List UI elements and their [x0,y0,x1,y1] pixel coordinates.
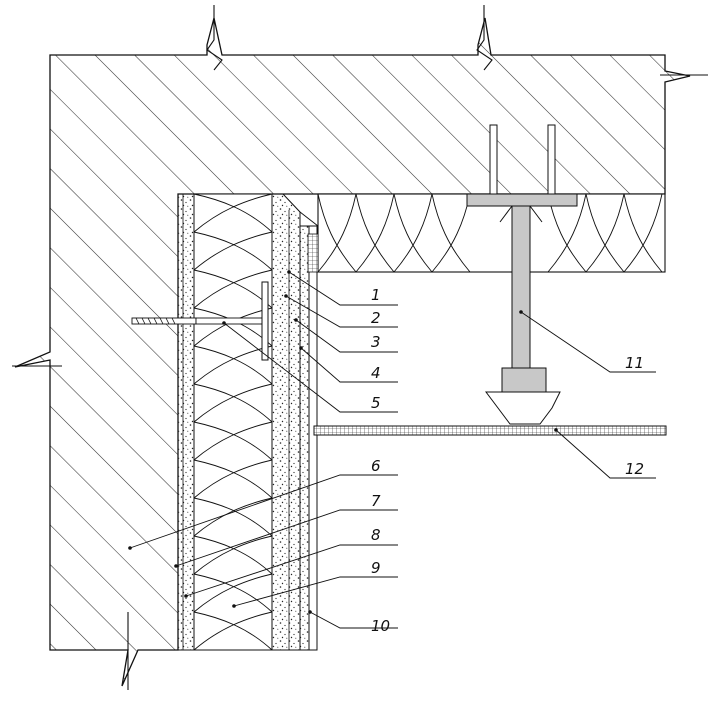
callout-11: 11 [625,354,644,372]
ceiling-insulation [307,193,666,273]
break-lines [12,5,708,690]
callout-6: 6 [371,457,381,475]
callout-3: 3 [371,333,381,351]
callout-numbers: 1 2 3 4 5 6 7 8 9 10 11 12 [371,286,644,635]
callout-8: 8 [371,526,381,544]
callout-1: 1 [371,286,381,304]
callout-7: 7 [371,492,381,510]
ceiling-board [313,425,667,436]
wall-insulation-pattern [193,193,273,651]
ceiling-hanger [466,124,578,425]
callout-10: 10 [371,617,390,635]
leader-lines [129,271,656,629]
callout-2: 2 [371,309,381,327]
wall-insulation-system [177,193,319,651]
leader-dots [128,270,558,614]
callout-5: 5 [371,394,381,412]
insulation-dowel [131,281,269,361]
callout-9: 9 [371,559,381,577]
callout-4: 4 [371,364,381,382]
callout-12: 12 [625,460,644,478]
